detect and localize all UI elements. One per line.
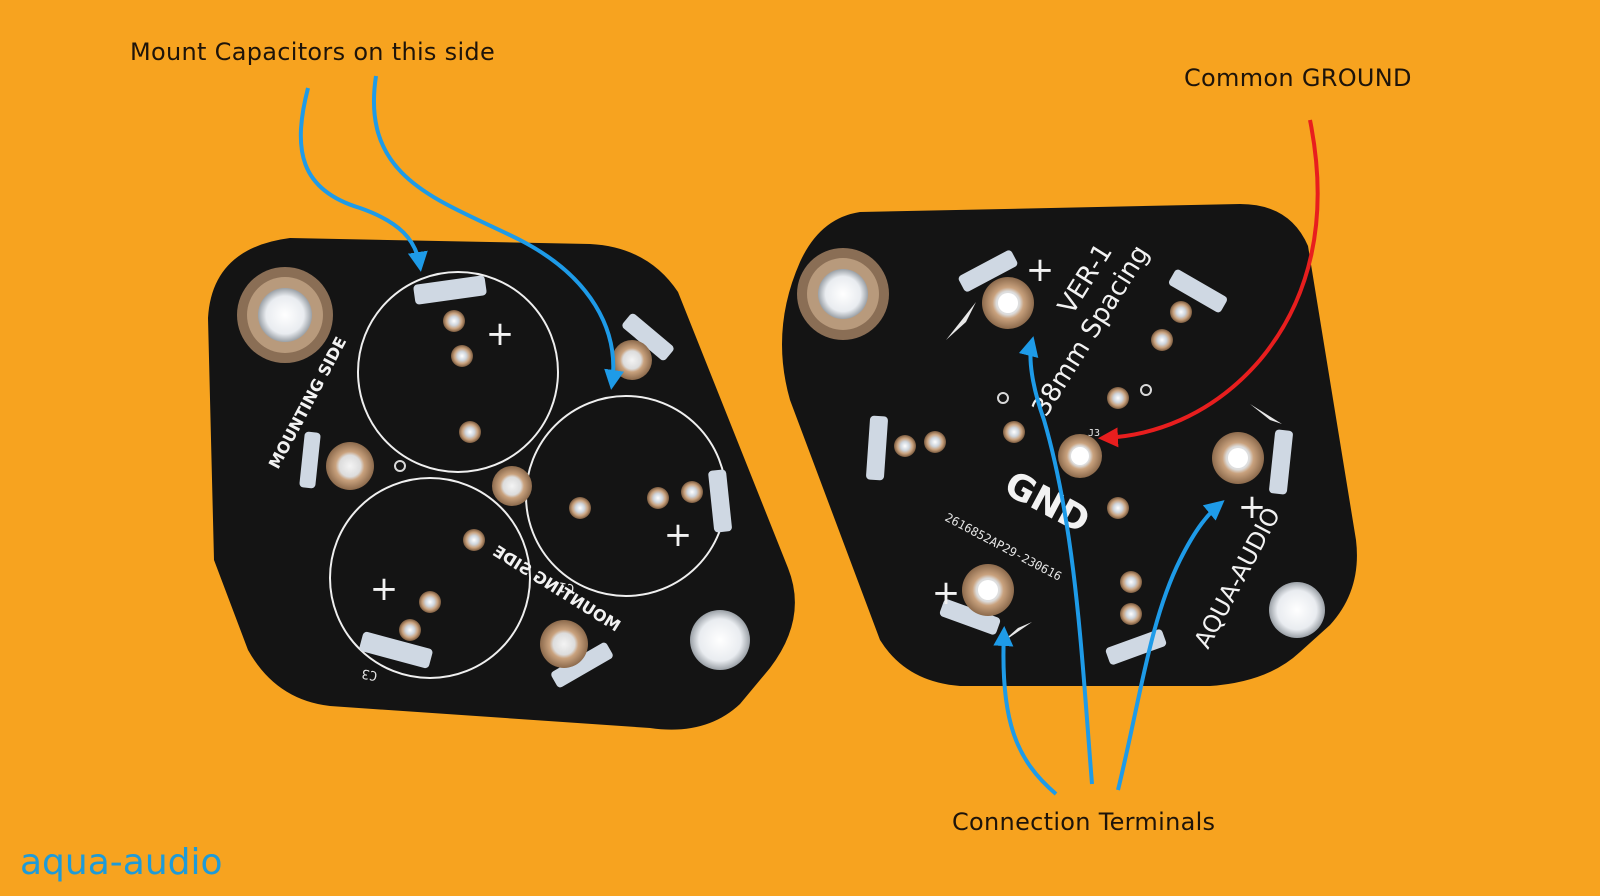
label-connection-terminals: Connection Terminals (952, 808, 1216, 836)
polarity-marker (946, 302, 976, 340)
left-plus-bottom: + (370, 569, 399, 609)
silk-bar (939, 599, 1001, 635)
arrow-mount-caps-2 (372, 75, 624, 390)
mounting-hole-top-left (237, 267, 333, 363)
left-pcb-board: + + + C1 C3 MOUNTING SIDE MOUNTING SIDE (208, 238, 795, 730)
label-common-ground: Common GROUND (1184, 64, 1412, 92)
silk-bar (359, 631, 433, 669)
right-plus-top: + (1026, 250, 1055, 290)
callout-arrows (298, 75, 1320, 796)
silk-bar (866, 415, 888, 481)
label-mount-capacitors: Mount Capacitors on this side (130, 38, 496, 66)
terminal-pads (962, 277, 1264, 616)
left-plus-right: + (664, 515, 693, 555)
arrow-terminal-right (1116, 500, 1225, 791)
capacitor-outline-top (357, 271, 559, 473)
silk-bar (1168, 269, 1228, 313)
arrow-terminal-bottom (993, 626, 1058, 796)
arrow-common-ground (1098, 119, 1320, 448)
silk-bar (551, 642, 613, 688)
silk-bar (622, 313, 674, 361)
right-plus-bottom: + (932, 573, 961, 613)
silk-bar (299, 431, 321, 489)
mounting-hole-bottom-right (1269, 582, 1325, 638)
arrow-mount-caps-1 (298, 87, 428, 272)
left-plus-top: + (486, 314, 515, 354)
cap-ref-c3: C3 (361, 665, 379, 682)
right-pcb-board: + + + VER-1 38mm Spacing GND 2616852AP29… (782, 204, 1357, 686)
right-plus-right: + (1238, 487, 1267, 527)
silk-bar (1269, 429, 1293, 495)
ref-label-j3: J3 (1088, 428, 1100, 439)
polarity-marker (1250, 404, 1282, 424)
cap-ref-c1: C1 (558, 578, 576, 595)
brand-logo-text: aqua-audio (20, 842, 223, 883)
mounting-hole-bottom-right (690, 610, 750, 670)
small-pads (894, 301, 1192, 625)
mounting-hole-top-left (797, 248, 889, 340)
arrow-terminal-top (1018, 336, 1094, 785)
silk-bar (708, 469, 732, 533)
capacitor-outline-bottom (329, 477, 531, 679)
silk-bar (958, 250, 1018, 292)
silk-bar (413, 275, 487, 305)
